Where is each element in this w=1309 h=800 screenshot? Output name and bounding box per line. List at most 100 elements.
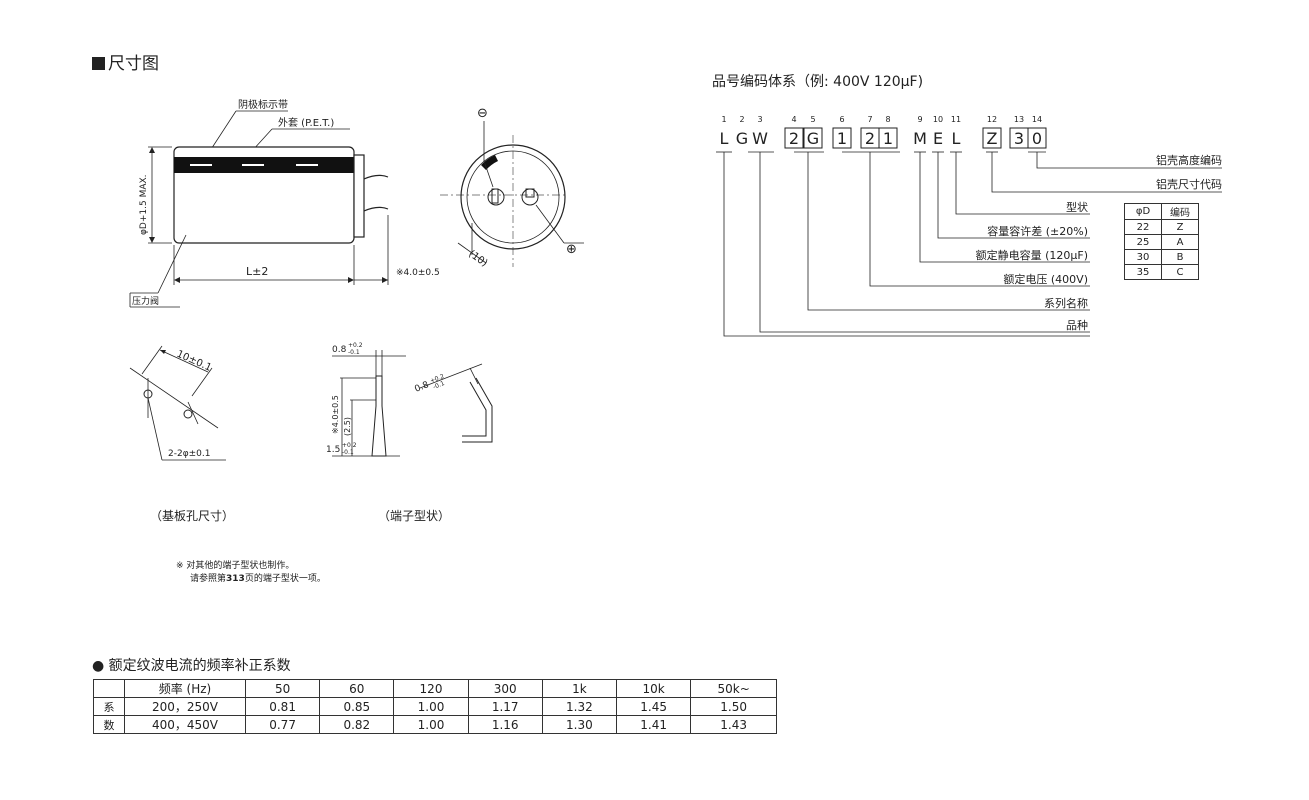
- terminal-inner-length: (2.5): [343, 417, 352, 436]
- caption-hole: （基板孔尺寸）: [150, 509, 235, 523]
- position-number-14: 14: [1032, 115, 1042, 124]
- length-label: L±2: [246, 265, 268, 278]
- table-cell: 编码: [1161, 203, 1199, 220]
- coefficient-value: 0.85: [319, 697, 395, 716]
- label-type: 品种: [1066, 318, 1088, 332]
- coefficient-label: 系: [93, 697, 125, 716]
- position-number-1: 1: [721, 115, 726, 124]
- coefficient-value: 1.41: [616, 715, 692, 734]
- frequency-cell: 10k: [616, 679, 692, 698]
- plus-mark: ⊕: [566, 242, 577, 257]
- code-char-6: 1: [837, 129, 847, 148]
- position-number-11: 11: [951, 115, 961, 124]
- terminal-width-top-tol-plus: +0.2: [348, 342, 363, 349]
- frequency-cell: 300: [467, 679, 543, 698]
- frequency-header: 频率 (Hz): [124, 679, 246, 698]
- terminal-width-bottom-tol-plus: +0.2: [342, 442, 357, 449]
- position-number-6: 6: [839, 115, 844, 124]
- label-series: 系列名称: [1044, 296, 1088, 310]
- capacitor-end-view: [440, 121, 584, 267]
- terminal-width-bottom-tol-minus: -0.1: [342, 449, 354, 456]
- code-char-12: Z: [987, 129, 998, 148]
- terminal-note: ※ 对其他的端子型状也制作。 请参照第313页的端子型状一项。: [176, 561, 326, 584]
- code-box-5: [803, 127, 823, 149]
- table-cell: 30: [1124, 249, 1162, 265]
- part-number-title: 品号编码体系（例: 400V 120μF): [712, 74, 924, 90]
- position-number-8: 8: [885, 115, 890, 124]
- code-char-1: L: [720, 129, 729, 148]
- table-cell: φD: [1124, 203, 1162, 220]
- coefficient-label: 数: [93, 715, 125, 734]
- offset-label: (10): [466, 248, 489, 269]
- minus-mark: ⊖: [477, 106, 488, 121]
- table-cell: 35: [1124, 264, 1162, 280]
- sleeve-label: 外套 (P.E.T.): [278, 116, 334, 129]
- coefficient-value: 0.81: [244, 697, 321, 716]
- position-number-5: 5: [810, 115, 815, 124]
- coefficient-value: 1.50: [690, 697, 777, 716]
- code-box-14: [1027, 127, 1047, 149]
- table-cell: B: [1161, 249, 1199, 265]
- label-case-height: 铝壳高度编码: [1156, 153, 1222, 167]
- code-char-7: 2: [865, 129, 875, 148]
- position-number-10: 10: [933, 115, 943, 124]
- coefficient-value: 1.00: [393, 715, 469, 734]
- position-number-2: 2: [739, 115, 744, 124]
- code-box-12: [982, 127, 1002, 149]
- table-cell: Z: [1161, 219, 1199, 235]
- label-case-size: 铝壳尺寸代码: [1156, 177, 1222, 191]
- code-char-10: E: [933, 129, 943, 148]
- code-char-4: 2: [789, 129, 799, 148]
- hole-label: 2-2φ±0.1: [168, 449, 211, 459]
- position-number-9: 9: [917, 115, 922, 124]
- terminal-length-label: ※4.0±0.5: [396, 268, 440, 278]
- frequency-cell: 1k: [541, 679, 618, 698]
- capacitor-body-side-view: [173, 146, 389, 244]
- code-char-9: M: [913, 129, 927, 148]
- coefficient-value: 1.43: [690, 715, 777, 734]
- code-char-11: L: [952, 129, 961, 148]
- terminal-width-top-tol-minus: -0.1: [348, 349, 360, 356]
- code-char-13: 3: [1014, 129, 1024, 148]
- code-box-6: [832, 127, 852, 149]
- table-cell: 25: [1124, 234, 1162, 250]
- label-voltage: 额定电压 (400V): [1003, 272, 1088, 286]
- coefficient-value: 0.82: [319, 715, 395, 734]
- board-hole-drawing: 10±0.1 2-2φ±0.1: [129, 345, 226, 461]
- coefficient-value: 1.17: [467, 697, 543, 716]
- coefficient-value: 1.45: [616, 697, 692, 716]
- square-bullet-icon: [92, 57, 105, 70]
- table-cell: A: [1161, 234, 1199, 250]
- code-box-8: [878, 127, 898, 149]
- code-box-4: [784, 127, 804, 149]
- capacitor-dimension-drawing: 阴极标示带 外套 (P.E.T.) φD+1.5 MAX. L±2 ※4.0±0…: [129, 98, 584, 308]
- code-char-5: G: [807, 129, 819, 148]
- terminal-width-top: 0.8: [332, 345, 347, 355]
- table-corner-cell: [93, 679, 125, 698]
- frequency-cell: 60: [319, 679, 395, 698]
- position-number-12: 12: [987, 115, 997, 124]
- terminal-width-side: 0.8: [413, 380, 430, 395]
- coefficient-value: 0.77: [244, 715, 321, 734]
- diameter-label: φD+1.5 MAX.: [139, 174, 149, 235]
- label-capacitance: 额定静电容量 (120μF): [976, 248, 1088, 262]
- section-title: 尺寸图: [92, 49, 159, 74]
- code-char-2: G: [736, 129, 748, 148]
- table-cell: 22: [1124, 219, 1162, 235]
- code-char-3: W: [752, 129, 768, 148]
- position-number-7: 7: [867, 115, 872, 124]
- code-char-8: 1: [883, 129, 893, 148]
- hole-pitch-label: 10±0.1: [175, 349, 213, 374]
- stripe-label: 阴极标示带: [238, 98, 288, 111]
- ripple-table-title: ● 额定纹波电流的频率补正系数: [92, 658, 291, 674]
